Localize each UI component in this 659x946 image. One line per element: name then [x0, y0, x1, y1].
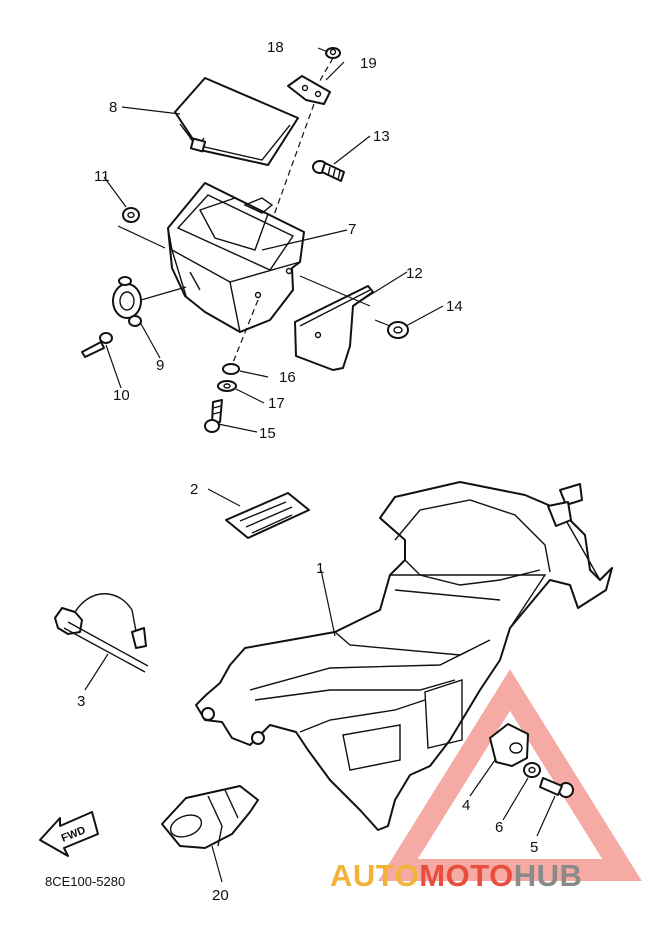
part-19-bracket — [287, 75, 331, 105]
callout-15: 15 — [259, 425, 276, 442]
callout-5: 5 — [530, 839, 538, 856]
part-10-screw — [81, 332, 113, 358]
callout-1: 1 — [316, 560, 324, 577]
callout-3: 3 — [77, 693, 85, 710]
part-8-cover — [174, 77, 299, 166]
callout-18: 18 — [267, 39, 284, 56]
leader-lines — [84, 47, 556, 883]
watermark-auto: AUTO — [330, 858, 420, 893]
watermark-hub: HUB — [513, 858, 583, 893]
part-3-strap — [54, 593, 149, 673]
part-20-cover — [161, 785, 259, 849]
callout-14: 14 — [446, 298, 463, 315]
part-13-bolt — [312, 160, 345, 182]
callout-9: 9 — [156, 357, 164, 374]
part-9-damper — [112, 276, 142, 327]
part-17-washer — [217, 380, 237, 392]
part-1-wing-bolt — [547, 483, 583, 527]
part-2-label — [225, 492, 310, 539]
callout-10: 10 — [113, 387, 130, 404]
part-16-washer — [222, 363, 240, 375]
callout-7: 7 — [348, 221, 356, 238]
drawing-code: 8CE100-5280 — [45, 874, 125, 889]
callout-numbers: 1 2 3 4 5 6 7 8 9 10 11 12 13 14 15 16 1… — [77, 39, 538, 904]
part-4-holder — [489, 723, 529, 767]
callout-16: 16 — [279, 369, 296, 386]
part-12-plate — [294, 285, 374, 371]
part-14-nut — [387, 321, 409, 339]
part-18-nut — [325, 47, 341, 59]
part-7-battery-box — [167, 182, 305, 333]
callout-13: 13 — [373, 128, 390, 145]
callout-4: 4 — [462, 797, 470, 814]
callout-20: 20 — [212, 887, 229, 904]
callout-2: 2 — [190, 481, 198, 498]
part-11-grommet — [122, 207, 140, 223]
part-1-frame-cover — [195, 481, 613, 831]
callout-12: 12 — [406, 265, 423, 282]
callout-6: 6 — [495, 819, 503, 836]
callout-8: 8 — [109, 99, 117, 116]
watermark-triangle — [378, 669, 642, 881]
fwd-arrow-icon: FWD — [39, 811, 99, 857]
part-6-washer — [523, 762, 541, 778]
callout-17: 17 — [268, 395, 285, 412]
part-15-bolt — [204, 399, 223, 433]
watermark-moto: MOTO — [419, 858, 514, 893]
callout-11: 11 — [94, 168, 110, 185]
watermark-logo: AUTOMOTOHUB — [330, 858, 652, 898]
part-5-bolt — [539, 777, 574, 798]
callout-19: 19 — [360, 55, 377, 72]
